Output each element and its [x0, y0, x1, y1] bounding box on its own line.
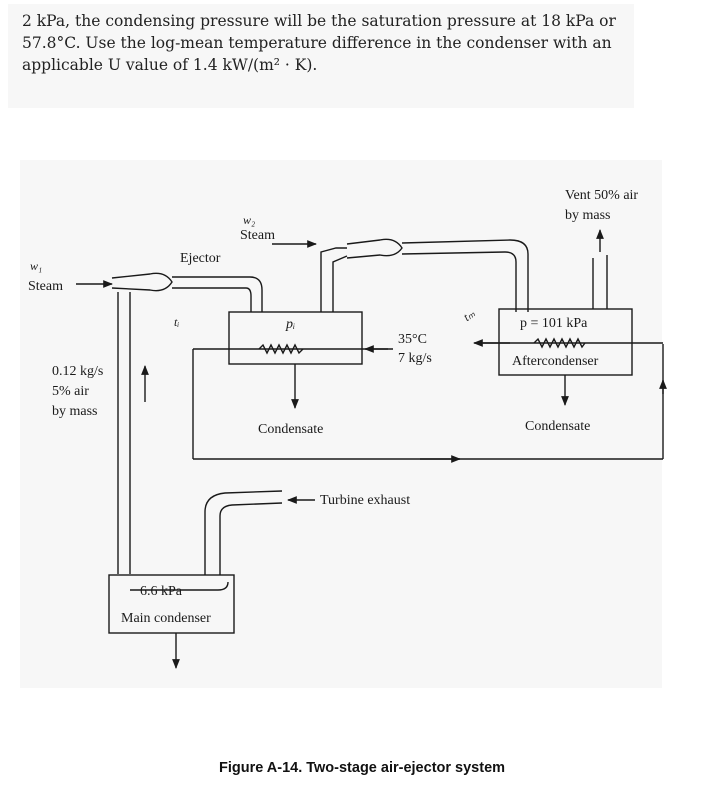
intercondenser-box — [228, 311, 363, 365]
turbine-exhaust-pipe — [204, 490, 283, 575]
main-condenser-pressure-label: 6.6 kPa — [140, 584, 183, 599]
coolant-temp-label: 35°C — [398, 332, 427, 347]
problem-paragraph: 2 kPa, the condensing pressure will be t… — [22, 10, 622, 76]
second-ejector-discharge-pipe — [401, 239, 529, 312]
aftercondenser-label: Aftercondenser — [512, 354, 599, 369]
turbine-exhaust-label: Turbine exhaust — [320, 493, 410, 508]
first-ejector — [111, 272, 173, 292]
aftercondenser-pressure-label: p = 101 kPa — [520, 316, 588, 331]
air-flow-label-line1: 0.12 kg/s — [52, 364, 103, 379]
second-ejector — [346, 238, 403, 259]
main-condenser-inner — [130, 581, 229, 591]
text-scan-background — [8, 4, 634, 108]
main-condenser-label: Main condenser — [121, 611, 211, 626]
condensate-mid-label: Condensate — [258, 422, 323, 437]
pi-label: pᵢ — [285, 317, 295, 332]
air-flow-label-line3: by mass — [52, 404, 98, 419]
vent-label-line2: by mass — [565, 208, 611, 223]
w2-label: w₂ — [243, 213, 255, 227]
ejector-discharge-pipe — [172, 276, 263, 312]
paragraph-line-3: applicable U value of 1.4 kW/(m² · K). — [22, 56, 318, 74]
vent-label-line1: Vent 50% air — [565, 188, 638, 203]
handwritten-t1-label: tᵢ — [174, 315, 179, 329]
figure-caption: Figure A-14. Two-stage air-ejector syste… — [218, 760, 506, 776]
paragraph-line-2: 57.8°C. Use the log-mean temperature dif… — [22, 34, 612, 52]
main-condenser-box — [108, 574, 235, 634]
paragraph-line-1: 2 kPa, the condensing pressure will be t… — [22, 12, 616, 30]
inter-to-second-ejector-pipe — [320, 247, 347, 312]
steam-left-label: Steam — [28, 279, 63, 294]
coolant-flow-label: 7 kg/s — [398, 351, 432, 366]
handwritten-tm-label: tₘ — [461, 306, 478, 324]
w1-label: w₁ — [30, 259, 42, 273]
air-flow-label-line2: 5% air — [52, 384, 89, 399]
steam-top-label: Steam — [240, 228, 275, 243]
condensate-right-label: Condensate — [525, 419, 590, 434]
ejector-label: Ejector — [180, 251, 221, 266]
